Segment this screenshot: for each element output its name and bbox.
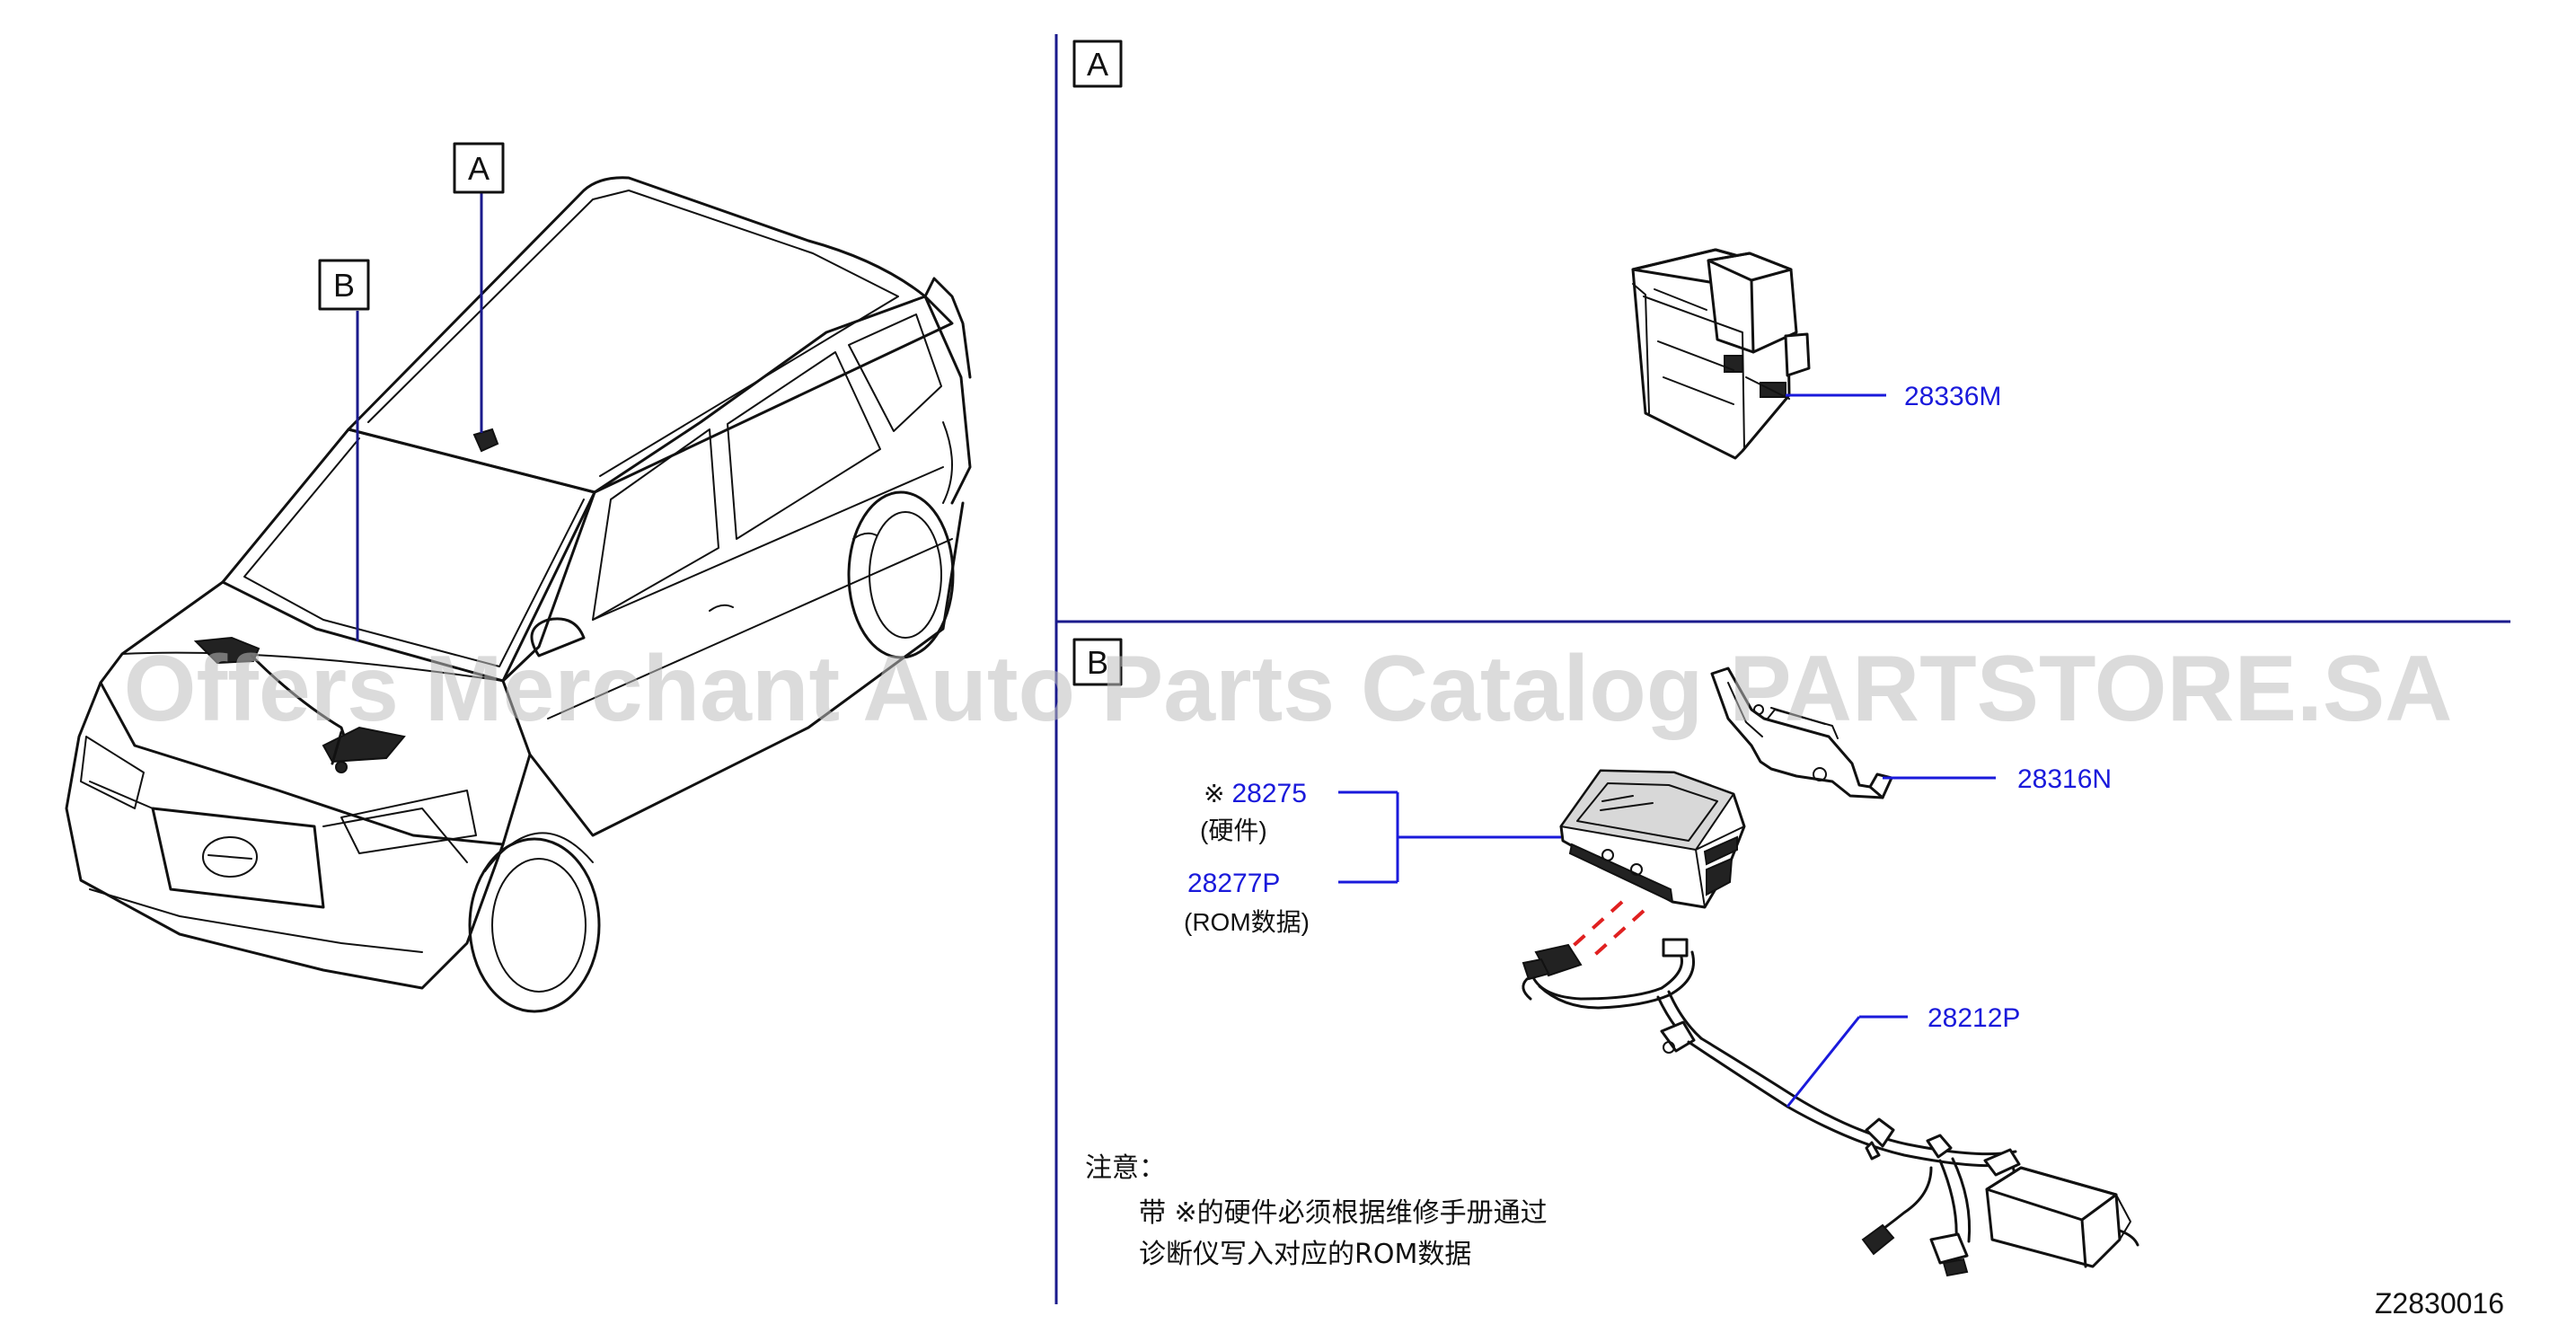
diagram-id: Z2830016 [2375, 1287, 2504, 1320]
part-28275-number[interactable]: ※28275 [1204, 779, 1307, 808]
control-unit-illustration [1559, 769, 1746, 909]
vehicle-overview-illustration [65, 176, 972, 1013]
part-28212p-leader [1786, 1015, 1908, 1108]
part-28277p-description: (ROM数据) [1184, 908, 1310, 936]
callout-a-label: A [468, 150, 490, 187]
part-28212p-number[interactable]: 28212P [1928, 1003, 2020, 1033]
part-28277p-number[interactable]: 28277P [1187, 869, 1280, 898]
section-dividers [1054, 34, 2510, 1304]
callout-b[interactable]: B [318, 259, 370, 311]
callout-a[interactable]: A [453, 142, 505, 194]
section-b-header: B [1072, 638, 1123, 686]
harness-location-marker [193, 636, 406, 773]
part-28336m-module-illustration [1631, 248, 1811, 460]
section-a-header: A [1072, 40, 1123, 88]
control-unit-leaders [1338, 790, 1561, 884]
part-28316n-number[interactable]: 28316N [2017, 764, 2112, 794]
part-28275-mark: ※ [1204, 780, 1224, 808]
note-title: 注意： [1085, 1152, 1166, 1184]
callout-b-label: B [333, 267, 355, 304]
service-note: 注意： 带 ※的硬件必须根据维修手册通过 诊断仪写入对应的ROM数据 [1085, 1152, 1548, 1270]
section-b-label: B [1087, 644, 1108, 681]
part-28275-description: (硬件) [1200, 817, 1267, 844]
part-28275-number-text: 28275 [1231, 779, 1306, 808]
part-28212p-harness-illustration [1522, 938, 2139, 1277]
note-line-2: 诊断仪写入对应的ROM数据 [1139, 1239, 1471, 1270]
watermark-text: Offers Merchant Auto Parts Catalog PARTS… [124, 637, 2453, 741]
note-line-1: 带 ※的硬件必须根据维修手册通过 [1139, 1197, 1548, 1229]
section-a-label: A [1087, 46, 1108, 83]
connector-dashes [1566, 900, 1645, 961]
part-28336m-number[interactable]: 28336M [1904, 382, 2001, 411]
